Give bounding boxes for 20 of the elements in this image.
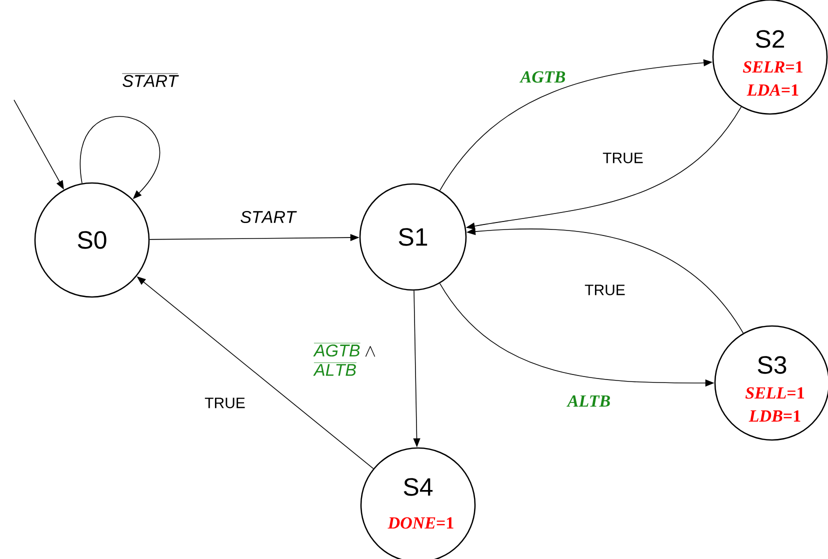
edge-label: $\overline{\mathit{START}}$ — [122, 74, 179, 88]
edge-label: TRUE — [584, 284, 625, 296]
output-label: LDB=1 — [748, 410, 800, 422]
state-name: S0 — [78, 231, 106, 249]
edge-label: $\mathit{START}$ — [240, 210, 297, 224]
output-label: DONE=1 — [388, 517, 454, 529]
edge-label: $\begin{array}{l}\overline{\mathit{AGTB}}\ {\color{black}\wedge}\\ \overline{\mathit{ALTB}}\end{array}$ — [313, 343, 376, 376]
edge-label: TRUE — [204, 398, 245, 408]
state-circle — [359, 183, 467, 291]
edge-label: AGTB — [519, 71, 566, 83]
output-label: SELR=1 — [742, 61, 802, 73]
state-name: S2 — [756, 30, 784, 48]
output-label: LDA=1 — [746, 84, 798, 96]
state-name: S3 — [758, 356, 786, 374]
state-name: S4 — [404, 478, 433, 496]
state-circle — [34, 182, 150, 298]
state-name: S1 — [398, 228, 428, 246]
edge-label: TRUE — [602, 152, 643, 164]
output-label: SELL=1 — [745, 387, 804, 399]
edge-label: ALTB — [566, 395, 610, 407]
